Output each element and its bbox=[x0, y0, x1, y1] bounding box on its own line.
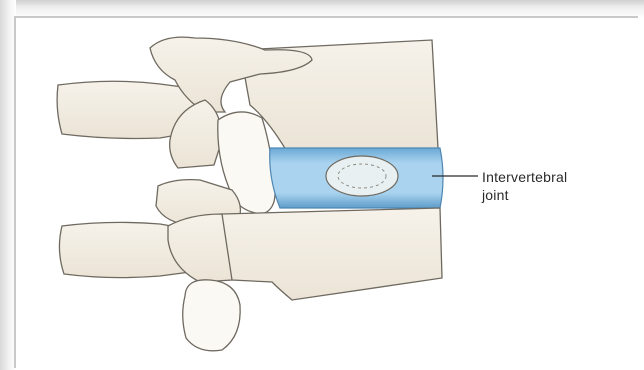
nucleus-pulposus bbox=[326, 156, 398, 196]
lower-articular-knob bbox=[183, 280, 240, 351]
callout-label-line1: Intervertebral bbox=[482, 168, 567, 186]
callout-label-line2: joint bbox=[482, 186, 567, 204]
lower-vertebral-body bbox=[222, 208, 442, 300]
callout-label: Intervertebral joint bbox=[482, 168, 567, 204]
